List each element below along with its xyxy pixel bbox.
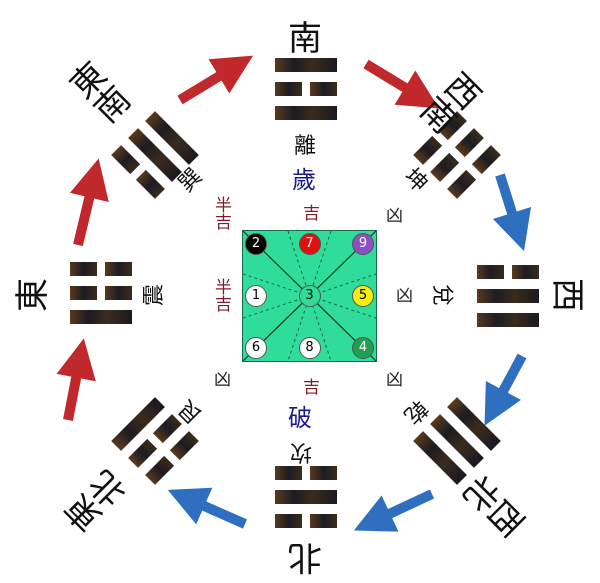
- broken-line: [70, 262, 132, 276]
- solid-line: [275, 58, 337, 72]
- blue-arrow: [353, 489, 435, 532]
- fortune-left: 半吉: [211, 278, 231, 312]
- solid-line: [275, 490, 337, 504]
- direction-west: 西: [547, 278, 587, 312]
- star-number-7: 7: [298, 233, 321, 255]
- red-arrow: [177, 55, 254, 105]
- solid-line: [477, 289, 539, 303]
- blue-arrow: [484, 353, 527, 426]
- direction-east: 東: [13, 278, 53, 312]
- broken-line: [70, 286, 132, 300]
- trigram-north: [275, 466, 337, 528]
- fortune-top-right: 凶: [386, 206, 403, 226]
- fortune-bottom-right: 凶: [386, 370, 403, 390]
- star-number-5: 5: [352, 285, 374, 307]
- fortune-right: 凶: [396, 286, 413, 306]
- trigram-west: [477, 265, 539, 327]
- trigram-east: [70, 262, 132, 324]
- solid-line: [477, 313, 539, 327]
- red-arrow: [363, 59, 440, 109]
- fortune-top: 吉: [299, 204, 319, 221]
- fortune-bottom: 吉: [299, 378, 319, 395]
- broken-line: [275, 82, 337, 96]
- star-number-3: 3: [298, 285, 321, 307]
- broken-line: [275, 514, 337, 528]
- star-number-4: 4: [352, 337, 374, 359]
- fortune-bottom-left: 凶: [214, 370, 231, 390]
- star-number-8: 8: [298, 337, 321, 359]
- solid-line: [275, 106, 337, 120]
- direction-north: 北: [288, 537, 322, 577]
- broken-line: [275, 466, 337, 480]
- star-number-9: 9: [352, 233, 374, 255]
- solid-line: [70, 310, 132, 324]
- blue-arrow: [492, 173, 532, 252]
- po-marker: 破: [288, 404, 312, 432]
- fortune-top-left: 半吉: [211, 196, 231, 230]
- star-number-6: 6: [245, 337, 267, 359]
- broken-line: [477, 265, 539, 279]
- trigram-name-kan: 坎: [290, 439, 313, 464]
- trigram-name-dui: 兌: [429, 283, 455, 307]
- sui-marker: 歲: [292, 166, 316, 194]
- nine-palace-grid: 2 7 9 1 3 5 6 8 4: [242, 230, 377, 362]
- red-arrow: [56, 338, 96, 421]
- trigram-south: [275, 58, 337, 120]
- direction-south: 南: [288, 19, 322, 59]
- trigram-name-li: 離: [294, 134, 317, 159]
- trigram-name-zhen: 震: [142, 283, 168, 307]
- blue-arrow: [167, 487, 248, 529]
- red-arrow: [69, 158, 109, 247]
- star-number-1: 1: [245, 285, 267, 307]
- star-number-2: 2: [245, 233, 267, 255]
